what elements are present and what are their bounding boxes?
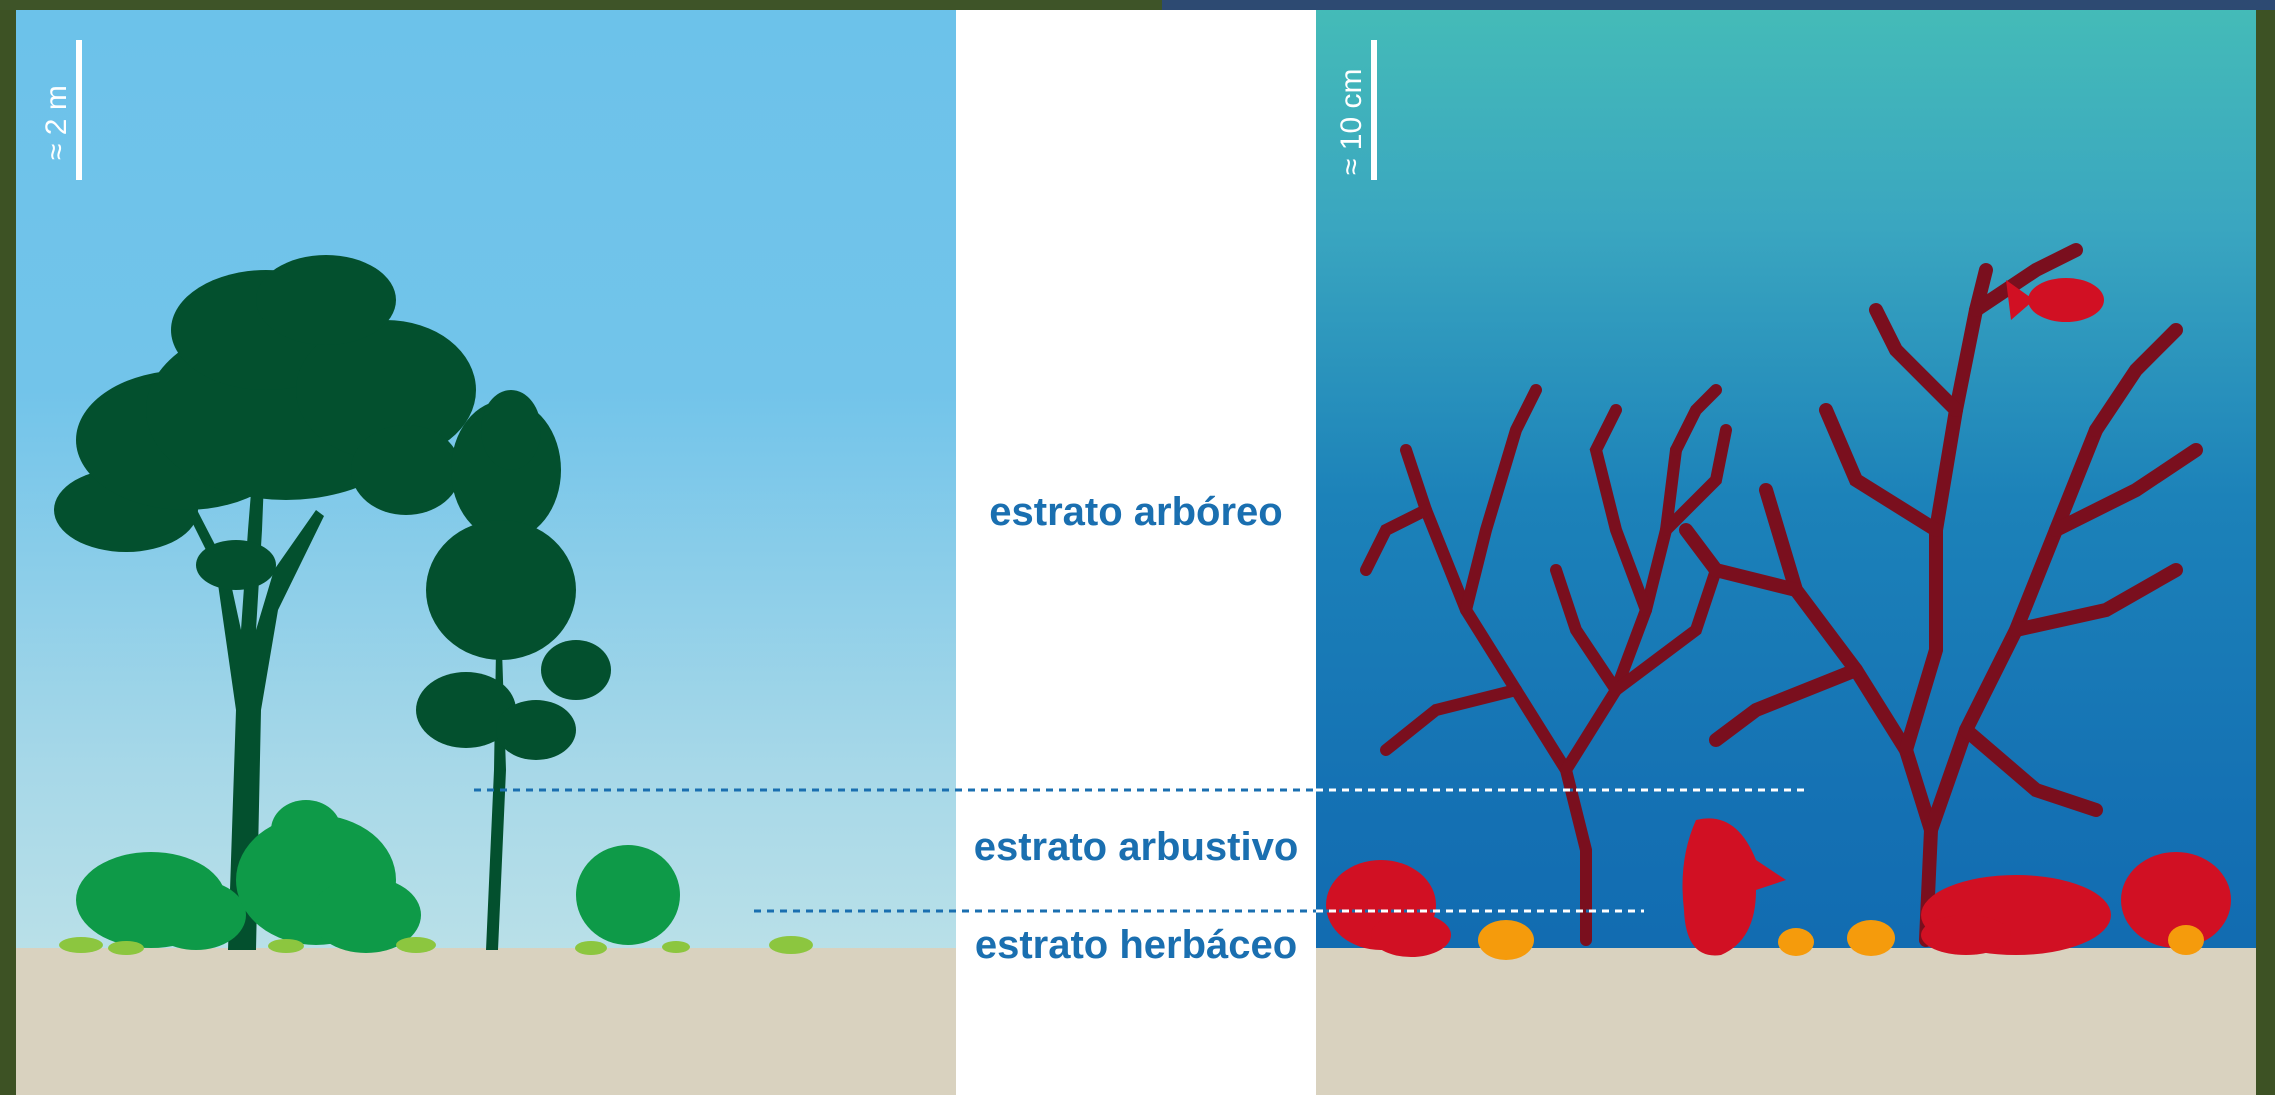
- top-border-right: [1162, 0, 2275, 10]
- shrubs: [76, 800, 680, 953]
- land-scale-bar: [76, 40, 82, 180]
- marine-panel: ≈ 10 cm: [1316, 10, 2256, 1095]
- left-gorgonian: [1360, 384, 1732, 946]
- seabed-sand: [1316, 948, 2256, 1095]
- illustration-frame: ≈ 2 m estrato arbóreo estrato arbustivo …: [16, 10, 2256, 1095]
- red-fish: [2006, 278, 2104, 322]
- strata-label-column: estrato arbóreo estrato arbustivo estrat…: [956, 10, 1316, 1095]
- sea-scale-bar: [1371, 40, 1377, 180]
- sea-scale-label: ≈ 10 cm: [1335, 68, 1368, 176]
- label-shrub-stratum: estrato arbustivo: [973, 825, 1299, 869]
- small-tree: [416, 390, 611, 950]
- red-corals: [1326, 852, 2231, 957]
- grass-tufts: [59, 936, 813, 955]
- label-tree-stratum: estrato arbóreo: [989, 490, 1283, 534]
- red-sponge: [1682, 818, 1786, 956]
- land-scale-label: ≈ 2 m: [40, 85, 73, 160]
- orange-anemones: [1478, 920, 2204, 960]
- right-gorgonian: [1679, 243, 2203, 947]
- large-tree: [54, 255, 476, 950]
- top-border-left: [0, 0, 1162, 10]
- forest-illustration: [54, 255, 813, 955]
- label-herb-stratum: estrato herbáceo: [974, 923, 1298, 967]
- reef-illustration: [1326, 243, 2231, 960]
- soil-ground: [16, 948, 956, 1095]
- terrestrial-panel: ≈ 2 m: [16, 10, 956, 1095]
